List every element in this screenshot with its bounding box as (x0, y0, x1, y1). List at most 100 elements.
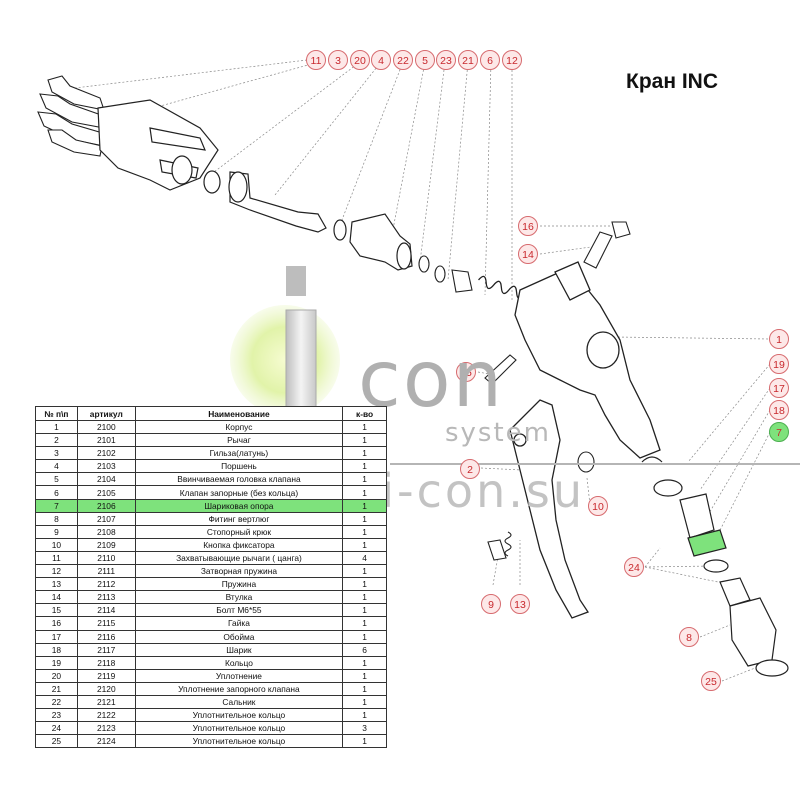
cell-quantity: 1 (342, 734, 387, 749)
o-ring-23 (418, 255, 430, 273)
callout-5: 5 (415, 50, 435, 70)
valve-body (514, 261, 661, 459)
cell-name: Корпус (134, 419, 344, 435)
cell-quantity: 3 (342, 721, 387, 736)
cell-article: 2119 (76, 668, 136, 683)
swivel-assembly (641, 456, 789, 677)
cell-quantity: 1 (342, 629, 387, 644)
header-article: артикул (76, 406, 136, 421)
cell-quantity: 6 (342, 642, 387, 657)
callout-4: 4 (371, 50, 391, 70)
cell-number: 24 (35, 721, 78, 736)
cell-name: Уплотнение (134, 668, 344, 683)
callout-label: 23 (440, 55, 452, 67)
callout-15: 15 (456, 362, 476, 382)
callout-25: 25 (701, 671, 721, 691)
cell-quantity: 4 (342, 550, 387, 566)
callout-10: 10 (588, 496, 608, 516)
callout-label: 24 (628, 562, 640, 574)
header-number: № п\п (35, 406, 78, 421)
cell-quantity: 1 (342, 511, 387, 526)
callout-label: 5 (422, 55, 428, 67)
cell-number: 16 (35, 616, 78, 631)
callout-label: 6 (487, 55, 493, 67)
cell-article: 2122 (76, 708, 136, 723)
collet-claws (37, 75, 107, 157)
callout-24: 24 (624, 557, 644, 577)
cell-quantity: 1 (342, 446, 387, 461)
cell-number: 11 (35, 550, 78, 566)
callout-18: 18 (769, 400, 789, 420)
callout-label: 12 (506, 55, 518, 67)
callout-label: 13 (514, 599, 526, 611)
cell-name: Рычаг (134, 433, 344, 448)
seal-ring (203, 170, 221, 194)
callout-6: 6 (480, 50, 500, 70)
cell-article: 2124 (76, 734, 136, 749)
cell-quantity: 1 (342, 459, 387, 474)
cell-number: 21 (35, 681, 78, 696)
header-name: Наименование (134, 406, 344, 421)
cell-name: Уплотнение запорного клапана (134, 681, 344, 696)
callout-2: 2 (460, 459, 480, 479)
cell-number: 10 (35, 537, 78, 552)
gland (333, 219, 347, 241)
cell-name: Шарик (134, 642, 344, 657)
cell-name: Пружина (134, 577, 344, 592)
cell-article: 2113 (76, 590, 136, 605)
cell-number: 3 (35, 446, 78, 461)
cell-number: 4 (35, 459, 78, 474)
callout-label: 2 (467, 464, 473, 476)
bolt (484, 354, 517, 385)
cell-number: 15 (35, 603, 78, 618)
cell-number: 17 (35, 629, 78, 644)
callout-label: 9 (488, 599, 494, 611)
shutoff-valve (451, 269, 473, 293)
cell-article: 2100 (76, 419, 136, 435)
cell-article: 2109 (76, 537, 136, 552)
callout-label: 4 (378, 55, 384, 67)
cell-article: 2105 (76, 485, 136, 500)
cell-number: 9 (35, 524, 78, 539)
callout-12: 12 (502, 50, 522, 70)
cell-number: 20 (35, 668, 78, 683)
cell-number: 22 (35, 694, 78, 710)
callout-16: 16 (518, 216, 538, 236)
cell-quantity: 1 (342, 590, 387, 605)
cell-quantity: 1 (342, 668, 387, 683)
cell-number: 23 (35, 708, 78, 723)
cell-name: Уплотнительное кольцо (134, 734, 344, 749)
callout-14: 14 (518, 244, 538, 264)
bushing (583, 231, 613, 269)
callout-label: 1 (776, 334, 782, 346)
callout-11: 11 (306, 50, 326, 70)
cell-article: 2111 (76, 564, 136, 579)
cell-name: Ввинчиваемая головка клапана (134, 472, 344, 487)
cell-quantity: 1 (342, 681, 387, 696)
watermark (230, 266, 800, 465)
cell-article: 2106 (76, 498, 136, 513)
watermark-i-bar (285, 309, 317, 423)
callout-label: 7 (776, 427, 782, 439)
callout-20: 20 (350, 50, 370, 70)
callout-22: 22 (393, 50, 413, 70)
cell-quantity: 1 (342, 419, 387, 435)
page-title: Кран INC (626, 70, 719, 93)
callout-label: 3 (335, 55, 341, 67)
callout-label: 11 (311, 55, 322, 67)
cell-name: Кольцо (134, 655, 344, 670)
cell-name: Уплотнительное кольцо (134, 721, 344, 736)
